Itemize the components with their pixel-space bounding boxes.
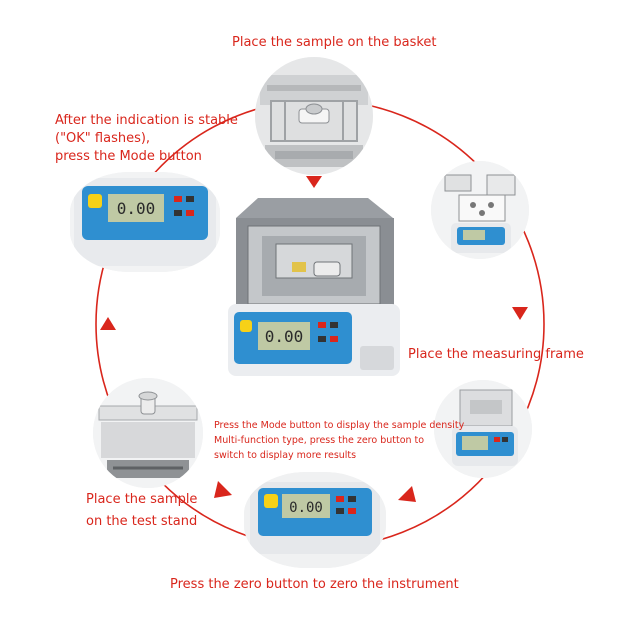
arrow-right-icon (512, 307, 528, 320)
step-label-right: Place the measuring frame (408, 347, 584, 362)
step-mode-photo: 0.00 (70, 172, 220, 272)
center-note-line-2: Multi-function type, press the zero butt… (214, 435, 425, 446)
arrow-top-icon (306, 176, 322, 188)
zero-device-image: 0.00 (244, 472, 386, 568)
step-device-photo (434, 380, 532, 478)
step-frame-photo (431, 161, 529, 259)
basket-image (255, 57, 373, 175)
center-note-line-3: switch to display more results (214, 450, 357, 461)
device-image (434, 380, 532, 478)
step-label-top-left-line-3: press the Mode button (55, 149, 202, 164)
center-note: Press the Mode button to display the sam… (214, 418, 464, 463)
step-label-left: Place the sample on the test stand (86, 489, 197, 533)
arrow-bottom-left-icon (214, 481, 232, 498)
arrow-left-icon (100, 317, 116, 330)
step-basket-photo (255, 57, 373, 175)
step-label-left-line-2: on the test stand (86, 514, 198, 529)
frame-image (431, 161, 529, 259)
step-label-top-left-line-2: ("OK" flashes), (55, 131, 151, 146)
main-lcd-readout: 0.00 (265, 327, 304, 346)
step-zero-photo: 0.00 (244, 472, 386, 568)
step-label-top-left: After the indication is stable ("OK" fla… (55, 112, 238, 166)
step-label-top-left-line-1: After the indication is stable (55, 113, 238, 128)
center-note-line-1: Press the Mode button to display the sam… (214, 420, 465, 431)
arrow-bottom-right-icon (398, 486, 416, 502)
step-label-left-line-1: Place the sample (86, 492, 198, 507)
central-instrument: 0.00 (228, 198, 400, 376)
step-label-bottom: Press the zero button to zero the instru… (170, 577, 459, 592)
step-label-top: Place the sample on the basket (232, 35, 437, 50)
step-stand-photo (93, 378, 203, 488)
top-left-lcd-readout: 0.00 (117, 199, 156, 218)
mode-device-image: 0.00 (70, 172, 220, 272)
bottom-lcd-readout: 0.00 (289, 500, 323, 516)
stand-image (93, 378, 203, 488)
